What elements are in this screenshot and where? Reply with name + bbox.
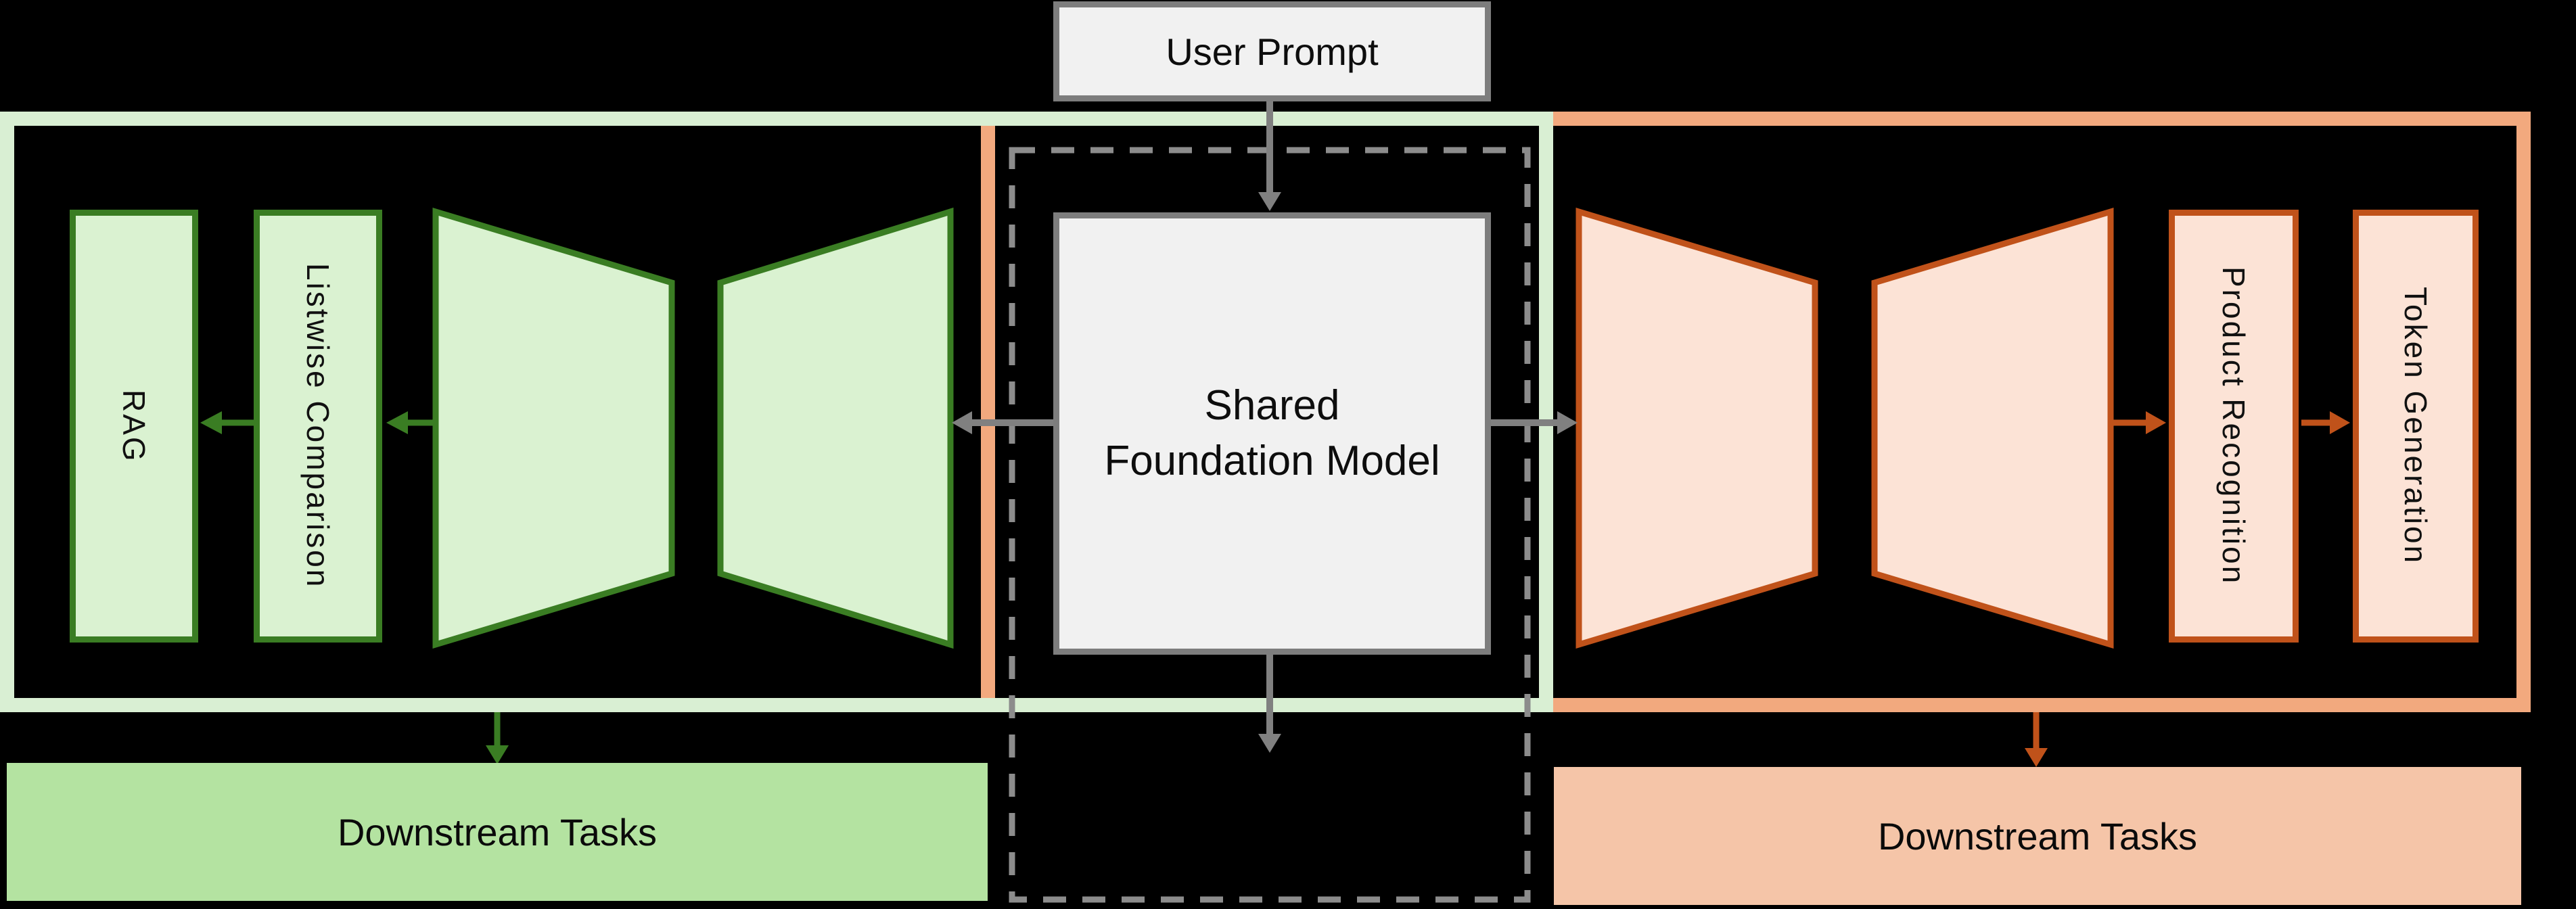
product-recognition-label: Product Recognition [2216, 266, 2251, 586]
green-trapezoid-narrowing [432, 207, 675, 649]
green-trapezoid-widening [717, 207, 954, 649]
green-panel-frame [0, 112, 1553, 712]
shared-foundation-model-box: Shared Foundation Model [1053, 212, 1491, 655]
listwise-comparison-label: Listwise Comparison [300, 263, 336, 589]
user-prompt-box: User Prompt [1053, 1, 1491, 101]
product-recognition-box: Product Recognition [2169, 210, 2299, 643]
orange-trapezoid-widening [1871, 207, 2114, 649]
arrow-trapezoid-to-listwise [386, 411, 434, 434]
rag-label: RAG [116, 389, 152, 463]
token-generation-box: Token Generation [2353, 210, 2479, 643]
arrow-green-panel-to-downstream [486, 712, 509, 764]
token-generation-label: Token Generation [2398, 287, 2433, 565]
arrow-product-recognition-to-token-generation [2301, 411, 2350, 434]
listwise-comparison-box: Listwise Comparison [254, 210, 382, 643]
arrow-user-prompt-to-shared-model [1258, 101, 1281, 211]
arrow-orange-panel-to-downstream [2025, 712, 2048, 767]
shared-foundation-model-label: Shared Foundation Model [1104, 382, 1440, 484]
rag-box: RAG [70, 210, 198, 643]
downstream-tasks-orange-label: Downstream Tasks [1877, 814, 2197, 858]
arrow-shared-model-down [1258, 655, 1281, 753]
arrow-shared-model-to-green-panel [952, 411, 1053, 434]
arrow-trapezoid-to-product-recognition [2112, 411, 2166, 434]
downstream-tasks-green-label: Downstream Tasks [337, 810, 657, 854]
arrow-listwise-to-rag [200, 411, 254, 434]
user-prompt-label: User Prompt [1166, 30, 1379, 73]
downstream-tasks-box-orange: Downstream Tasks [1554, 767, 2521, 905]
arrow-shared-model-to-orange-panel [1491, 411, 1578, 434]
orange-trapezoid-narrowing [1576, 207, 1818, 649]
downstream-tasks-box-green: Downstream Tasks [7, 763, 988, 901]
